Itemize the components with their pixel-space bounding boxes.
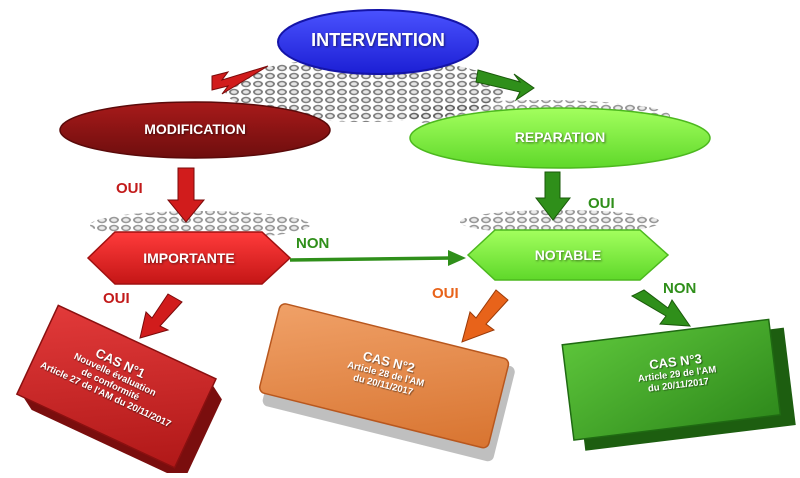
notable-node	[466, 229, 670, 281]
edge-label-importante-cas1: OUI	[103, 290, 130, 307]
reparation-label: REPARATION	[514, 129, 606, 145]
importante-node	[86, 231, 292, 285]
arrow-notable-cas2	[461, 289, 509, 343]
case-2-box	[259, 303, 515, 462]
edge-label-notable-cas3: NON	[663, 280, 697, 297]
edge-label-importante-notable: NON	[296, 235, 330, 252]
edge-label-notable-cas2: OUI	[432, 285, 459, 302]
modification-label: MODIFICATION	[144, 121, 246, 137]
arrow-notable-cas3	[630, 289, 692, 327]
modification-node	[59, 101, 331, 159]
reparation-node	[409, 107, 711, 169]
case-3-box	[561, 318, 796, 451]
importante-label: IMPORTANTE	[143, 250, 235, 266]
intervention-node	[277, 9, 479, 75]
intervention-shadow	[225, 58, 505, 122]
edge-label-reparation-notable: OUI	[588, 195, 615, 212]
arrow-intervention-reparation	[475, 69, 535, 102]
arrow-reparation-notable	[534, 171, 572, 221]
arrow-intervention-modification	[211, 65, 269, 95]
notable-label: NOTABLE	[534, 247, 602, 263]
intervention-label: INTERVENTION	[311, 30, 445, 50]
case-1-box	[15, 304, 222, 478]
arrow-importante-cas1	[139, 293, 183, 339]
notable-shadow	[460, 210, 660, 234]
arrow-modification-importante	[166, 167, 206, 223]
arrow-importante-notable	[289, 250, 466, 266]
edge-label-modification-importante: OUI	[116, 180, 143, 197]
